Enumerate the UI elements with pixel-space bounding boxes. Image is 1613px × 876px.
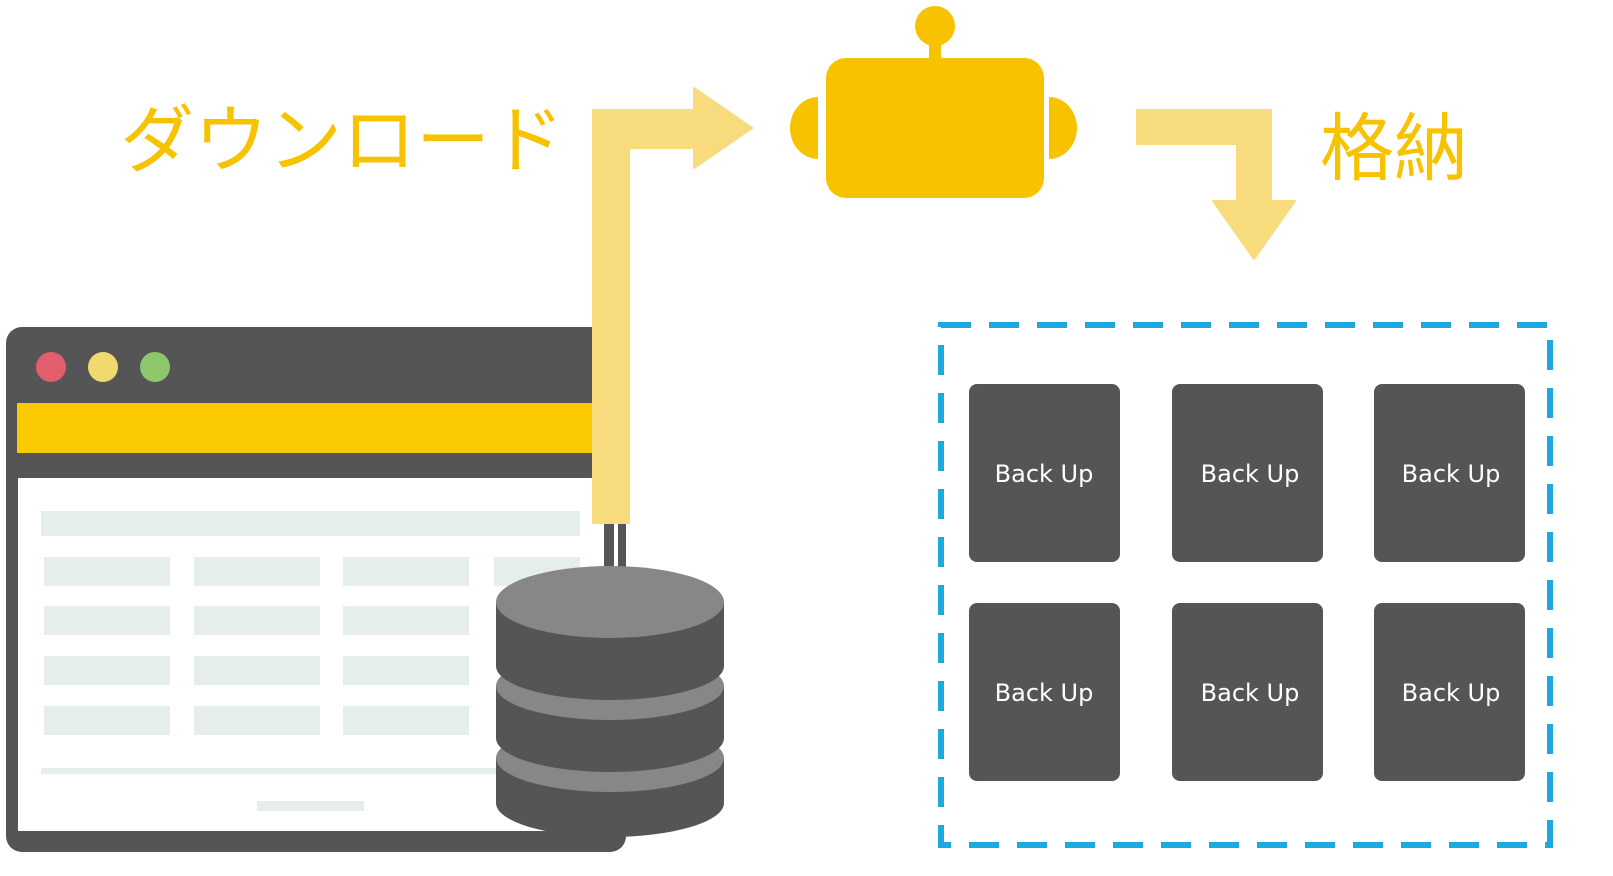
table-cell — [343, 706, 469, 735]
table-cell — [44, 656, 170, 685]
database-icon — [496, 566, 724, 837]
table-cell — [194, 606, 320, 635]
store-label: 格納 — [1320, 106, 1468, 192]
backup-box-bg — [1374, 603, 1525, 781]
download-label: ダウンロード — [120, 98, 564, 184]
backup-box-bg — [1172, 603, 1323, 781]
table-cell — [343, 606, 469, 635]
maximize-dot-icon — [140, 352, 170, 382]
backup-box-bg — [969, 384, 1120, 562]
robot-antenna-ball — [915, 6, 955, 46]
browser-toolbar-bar — [17, 403, 618, 453]
table-header-row — [41, 511, 580, 536]
backup-box-label: Back Up — [1402, 679, 1501, 707]
table-cell — [194, 656, 320, 685]
pagination-bar — [257, 801, 364, 811]
store-arrow — [1136, 109, 1296, 260]
backup-box-bg — [1172, 384, 1323, 562]
table-cell — [194, 706, 320, 735]
backup-box: Back Up — [1374, 603, 1525, 781]
table-footer-line — [41, 768, 580, 774]
backup-box: Back Up — [1374, 384, 1525, 562]
backup-box-bg — [969, 603, 1120, 781]
table-cell — [44, 606, 170, 635]
backup-box: Back Up — [1172, 384, 1323, 562]
table-cell — [194, 557, 320, 586]
table-cells — [44, 557, 580, 735]
close-dot-icon — [36, 352, 66, 382]
backup-box: Back Up — [969, 384, 1120, 562]
robot-right-ear — [1049, 97, 1077, 159]
backup-box-label: Back Up — [995, 460, 1094, 488]
robot-left-ear — [790, 97, 818, 159]
backup-box-bg — [1374, 384, 1525, 562]
minimize-dot-icon — [88, 352, 118, 382]
table-cell — [343, 557, 469, 586]
robot-head — [826, 58, 1044, 198]
table-cell — [44, 557, 170, 586]
robot-icon — [790, 6, 1077, 198]
backup-box: Back Up — [969, 603, 1120, 781]
robot-antenna-stem — [929, 40, 941, 62]
table-cell — [343, 656, 469, 685]
backup-dashed-border — [938, 322, 1553, 848]
backup-box-label: Back Up — [1402, 460, 1501, 488]
db-disk-top-cap — [496, 566, 724, 638]
download-arrow-shape — [592, 87, 753, 524]
table-cell — [44, 706, 170, 735]
backup-storage: Back Up Back Up Back Up Back Up Back Up … — [938, 322, 1553, 848]
download-arrow — [592, 87, 753, 570]
backup-box-label: Back Up — [1201, 679, 1300, 707]
backup-box: Back Up — [1172, 603, 1323, 781]
backup-box-label: Back Up — [1201, 460, 1300, 488]
backup-box-label: Back Up — [995, 679, 1094, 707]
